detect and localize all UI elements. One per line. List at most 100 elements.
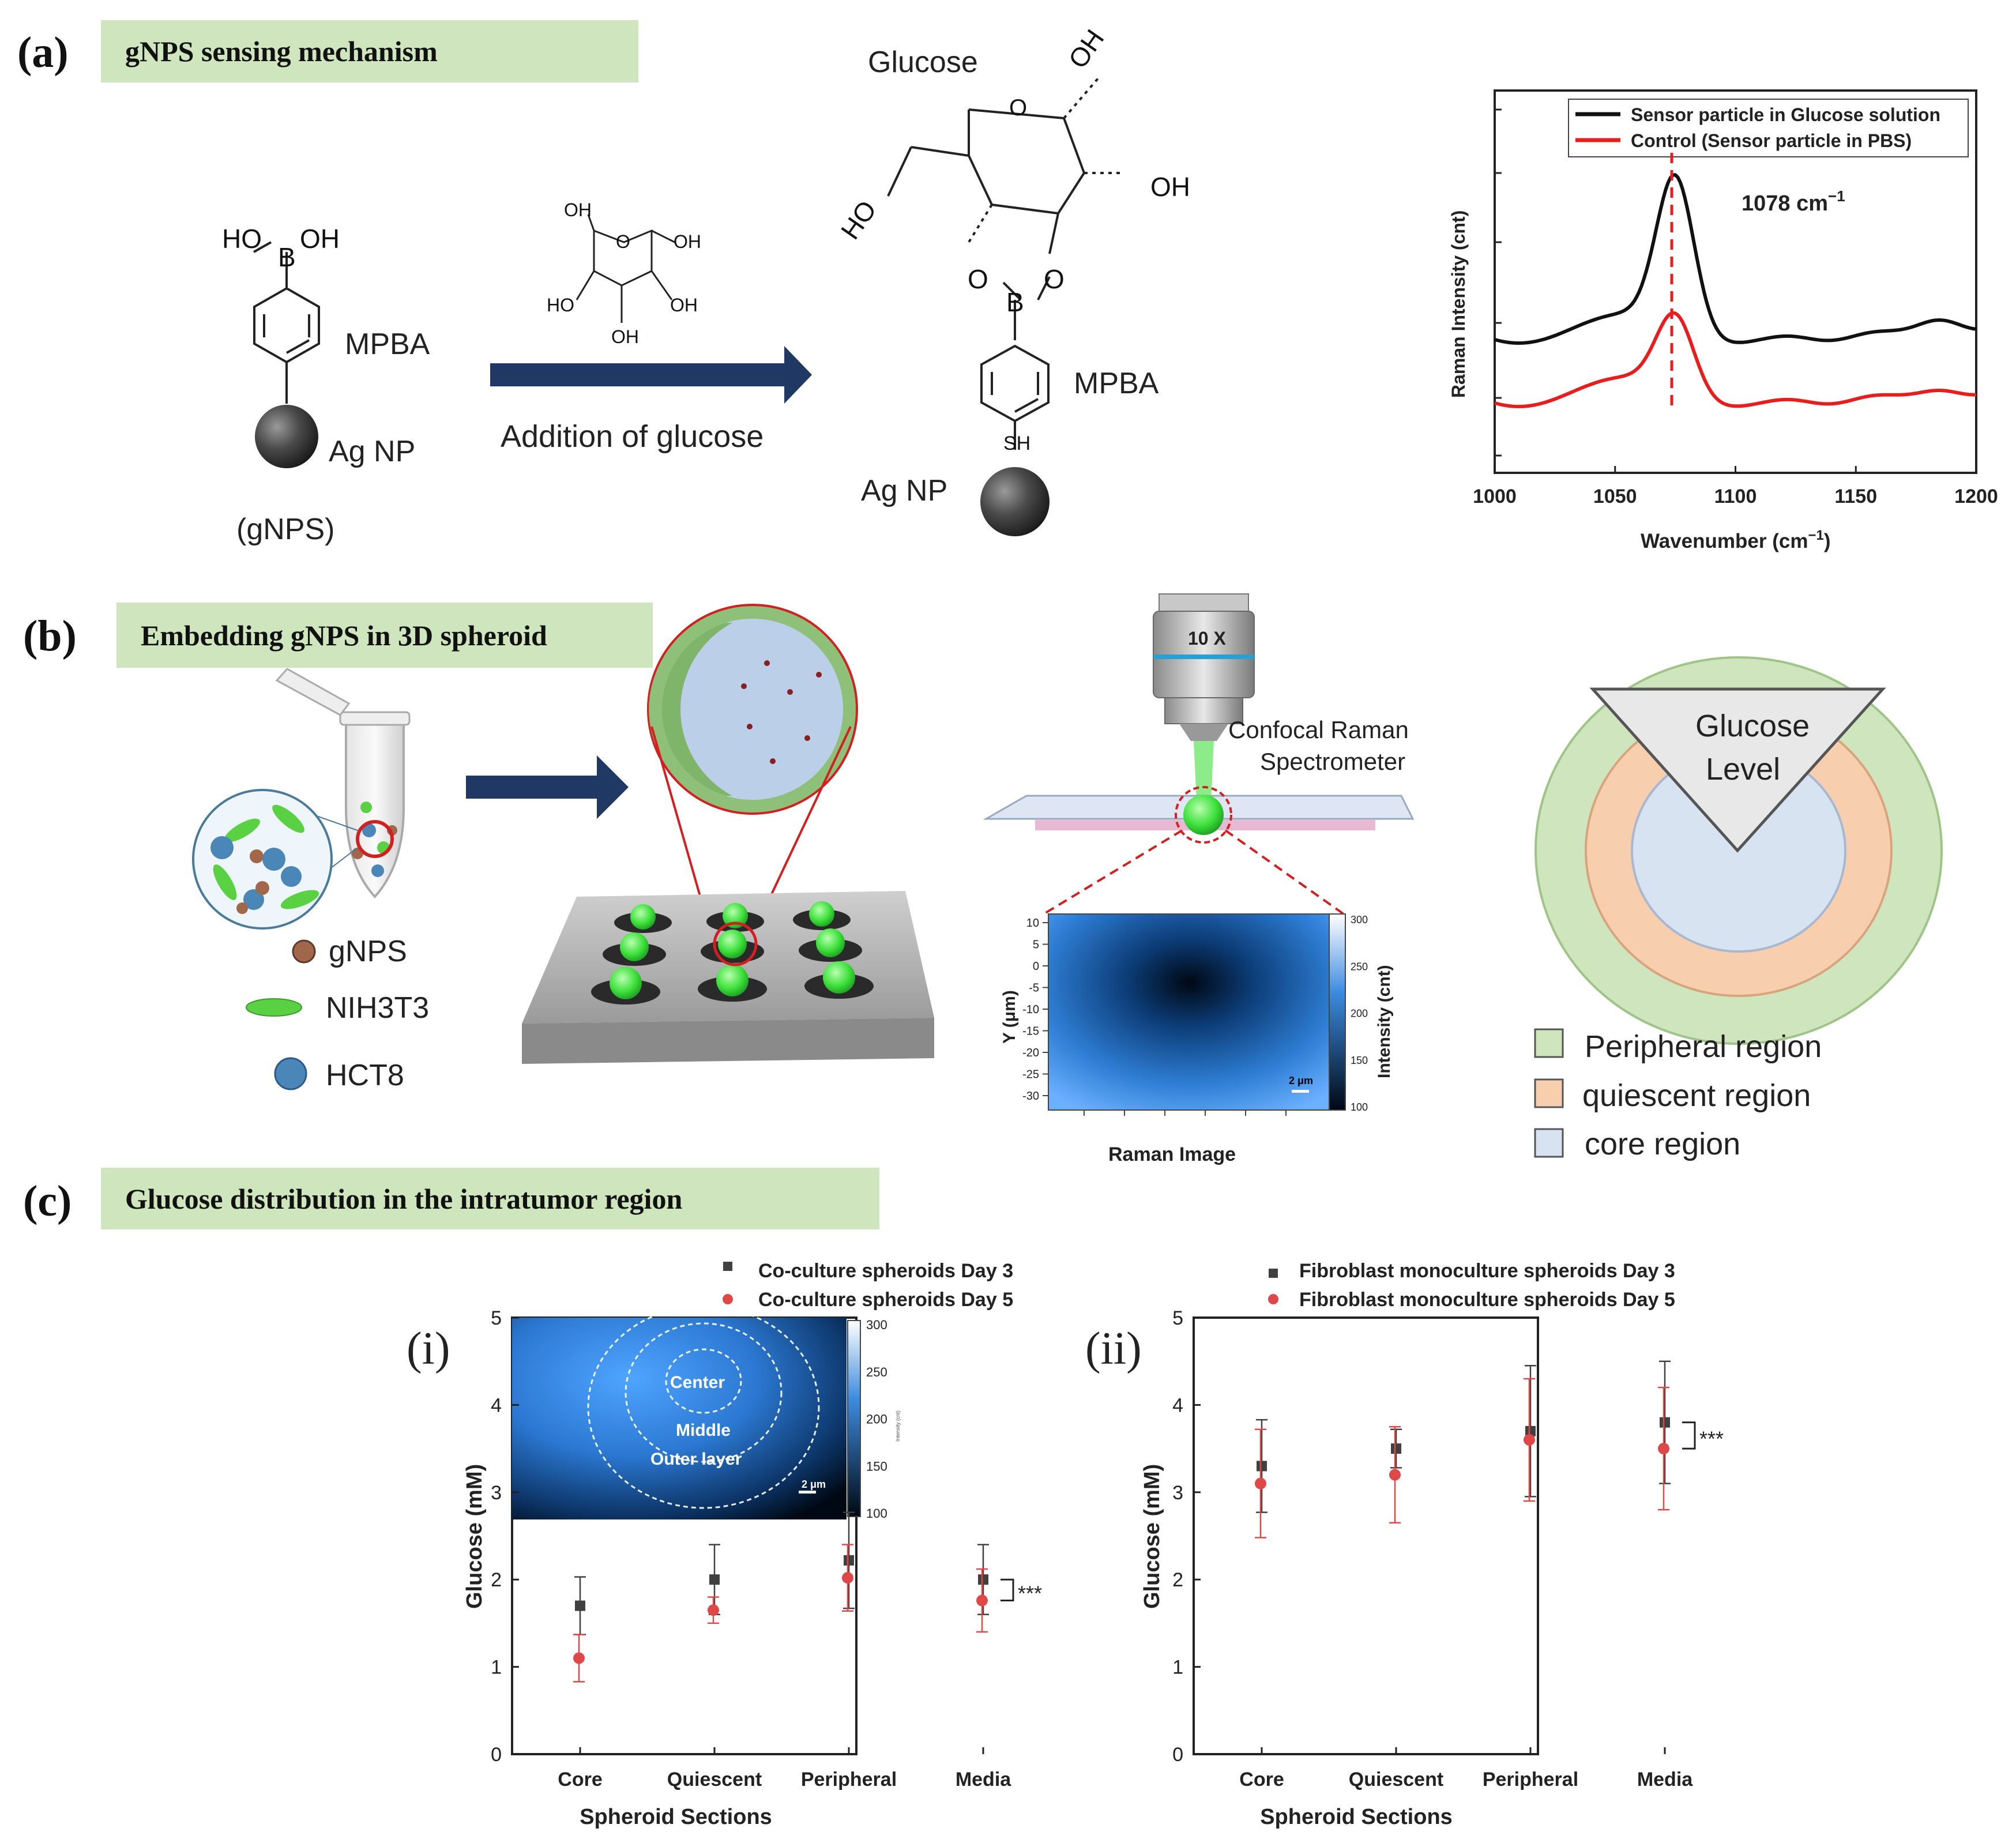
chart-y-tick: 5	[1172, 1307, 1183, 1329]
chart-y-tick: 2	[491, 1569, 502, 1591]
tube-icon	[275, 668, 411, 898]
chart-ii-y-label: Glucose (mM)	[1140, 1464, 1164, 1609]
raman-image-colorbar	[1329, 913, 1346, 1111]
raman-y-tick: -5	[1029, 982, 1039, 995]
control-spectrum-line	[1494, 311, 1977, 409]
data-point-day3	[1257, 1461, 1267, 1472]
raman-cbar-tick: 300	[1351, 914, 1368, 926]
raman-y-tick: -20	[1022, 1047, 1039, 1059]
raman-image-cbar-label: Intensity (cnt)	[1375, 965, 1394, 1078]
objective-label: 10 X	[1188, 628, 1226, 649]
spectrum-legend-box	[1568, 99, 1969, 157]
chart-y-tick: 1	[1172, 1657, 1183, 1679]
spectrometer-label-1: Confocal Raman	[1228, 716, 1409, 743]
raman-cbar-tick: 100	[1351, 1101, 1368, 1113]
data-point-day3	[844, 1555, 854, 1566]
ag-np-left-label: Ag NP	[329, 435, 415, 468]
data-point-day5	[708, 1604, 719, 1616]
chart-x-tick: Core	[1239, 1769, 1284, 1790]
quiescent-swatch	[1534, 1078, 1564, 1108]
spectrum-x-tick: 1000	[1473, 486, 1517, 507]
boronic-oh-label: OH	[300, 224, 340, 254]
chart-ii-frame	[1193, 1316, 1539, 1755]
spectrum-y-label: Raman Intensity (cnt)	[1448, 210, 1469, 398]
glucose-oh-right: OH	[674, 231, 701, 252]
inset-colorbar	[847, 1320, 861, 1517]
significance-bracket	[1682, 1421, 1696, 1450]
spectrum-x-tick: 1150	[1834, 486, 1877, 507]
fibroblast-cell-icon	[246, 998, 302, 1017]
raman-image-y-ticks: 1050-5-10-15-20-25-30	[1022, 917, 1048, 1103]
glucose-oh-bottom: OH	[611, 326, 639, 347]
inset-center-label: Center	[670, 1373, 725, 1392]
data-point-day5	[842, 1572, 853, 1584]
panel-a-letter: (a)	[17, 28, 69, 77]
chart-y-tick: 3	[1172, 1482, 1183, 1504]
product-sh-label: SH	[1003, 432, 1030, 454]
zone-title-2: Level	[1706, 752, 1780, 787]
inset-scale: 2 μm	[802, 1479, 826, 1490]
embed-arrow-icon	[466, 755, 629, 819]
zone-title-1: Glucose	[1695, 709, 1810, 743]
data-point-day3	[1525, 1425, 1536, 1436]
chart-y-tick: 1	[491, 1657, 502, 1679]
chart-i-inset-heatmap	[512, 1318, 847, 1519]
boron-label: B	[278, 242, 296, 272]
chart-y-tick: 0	[491, 1744, 502, 1766]
raman-y-tick: -25	[1022, 1069, 1039, 1081]
mpba-left-structure	[253, 241, 320, 404]
spectrum-x-tick: 1200	[1954, 486, 1998, 507]
chart-y-tick: 3	[491, 1482, 502, 1504]
chart-i-legend-day5-marker	[723, 1294, 733, 1304]
raman-image-scale: 2 μm	[1289, 1075, 1313, 1086]
glucose-oh-top: OH	[564, 200, 592, 220]
chart-y-tick: 4	[1172, 1394, 1183, 1416]
chart-ii-panel-label: (ii)	[1085, 1323, 1142, 1374]
significance-label: ***	[1699, 1427, 1724, 1450]
spectrum-x-label: Wavenumber (cm−1)	[1641, 528, 1830, 552]
chart-i-legend-day3-marker	[723, 1262, 732, 1271]
inset-cbar-tick: 300	[866, 1318, 887, 1332]
chart-x-tick: Quiescent	[1349, 1769, 1443, 1790]
spectrum-x-tick: 1100	[1714, 486, 1757, 507]
product-mpba-label: MPBA	[1074, 367, 1159, 400]
product-o-right: O	[1044, 264, 1065, 294]
tumor-cell-icon	[274, 1057, 307, 1090]
objective-lens-icon	[1153, 593, 1255, 741]
raman-image-colorbar-ticks: 300 250 200 150 100	[1351, 914, 1368, 1113]
cells-zoom-circle	[192, 789, 358, 930]
boronic-ho-label: HO	[222, 224, 262, 254]
chart-i: (i) Center Middle Outer layer 2 μm 30025…	[407, 1260, 1042, 1829]
legend-glucose-label: Sensor particle in Glucose solution	[1631, 104, 1940, 125]
product-ag-np-label: Ag NP	[861, 474, 947, 507]
spectrometer-label-2: Spectrometer	[1260, 748, 1405, 775]
data-point-day3	[709, 1574, 720, 1585]
inset-outer-label: Outer layer	[650, 1450, 742, 1469]
chart-ii-legend-day5: Fibroblast monoculture spheroids Day 5	[1299, 1289, 1675, 1311]
chart-ii-x-label: Spheroid Sections	[1260, 1805, 1453, 1829]
chart-x-tick: Media	[1637, 1769, 1693, 1790]
raman-cbar-tick: 150	[1351, 1055, 1368, 1066]
mpba-left-label: MPBA	[345, 328, 430, 361]
product-oh-2: OH	[1150, 172, 1190, 202]
panel-c-banner: Glucose distribution in the intratumor r…	[101, 1168, 879, 1229]
product-structure	[887, 77, 1122, 450]
peripheral-label: Peripheral region	[1585, 1029, 1822, 1064]
product-boron: B	[1006, 287, 1024, 317]
raman-image-y-label: Y (μm)	[1000, 990, 1019, 1044]
chart-x-tick: Peripheral	[801, 1769, 897, 1790]
inset-middle-label: Middle	[676, 1421, 731, 1440]
panel-b-letter: (b)	[23, 612, 77, 660]
inset-cbar-label: Intensity (cnt)	[895, 1410, 901, 1442]
inset-cbar-tick: 250	[866, 1365, 887, 1379]
spheroid-crosssection-icon	[647, 604, 858, 815]
legend-gnps-label: gNPS	[329, 935, 407, 968]
raman-cbar-tick: 250	[1351, 961, 1368, 972]
data-point-day5	[1389, 1469, 1401, 1481]
raman-cbar-tick: 200	[1351, 1008, 1368, 1020]
glucose-spectrum-line	[1494, 173, 1977, 345]
